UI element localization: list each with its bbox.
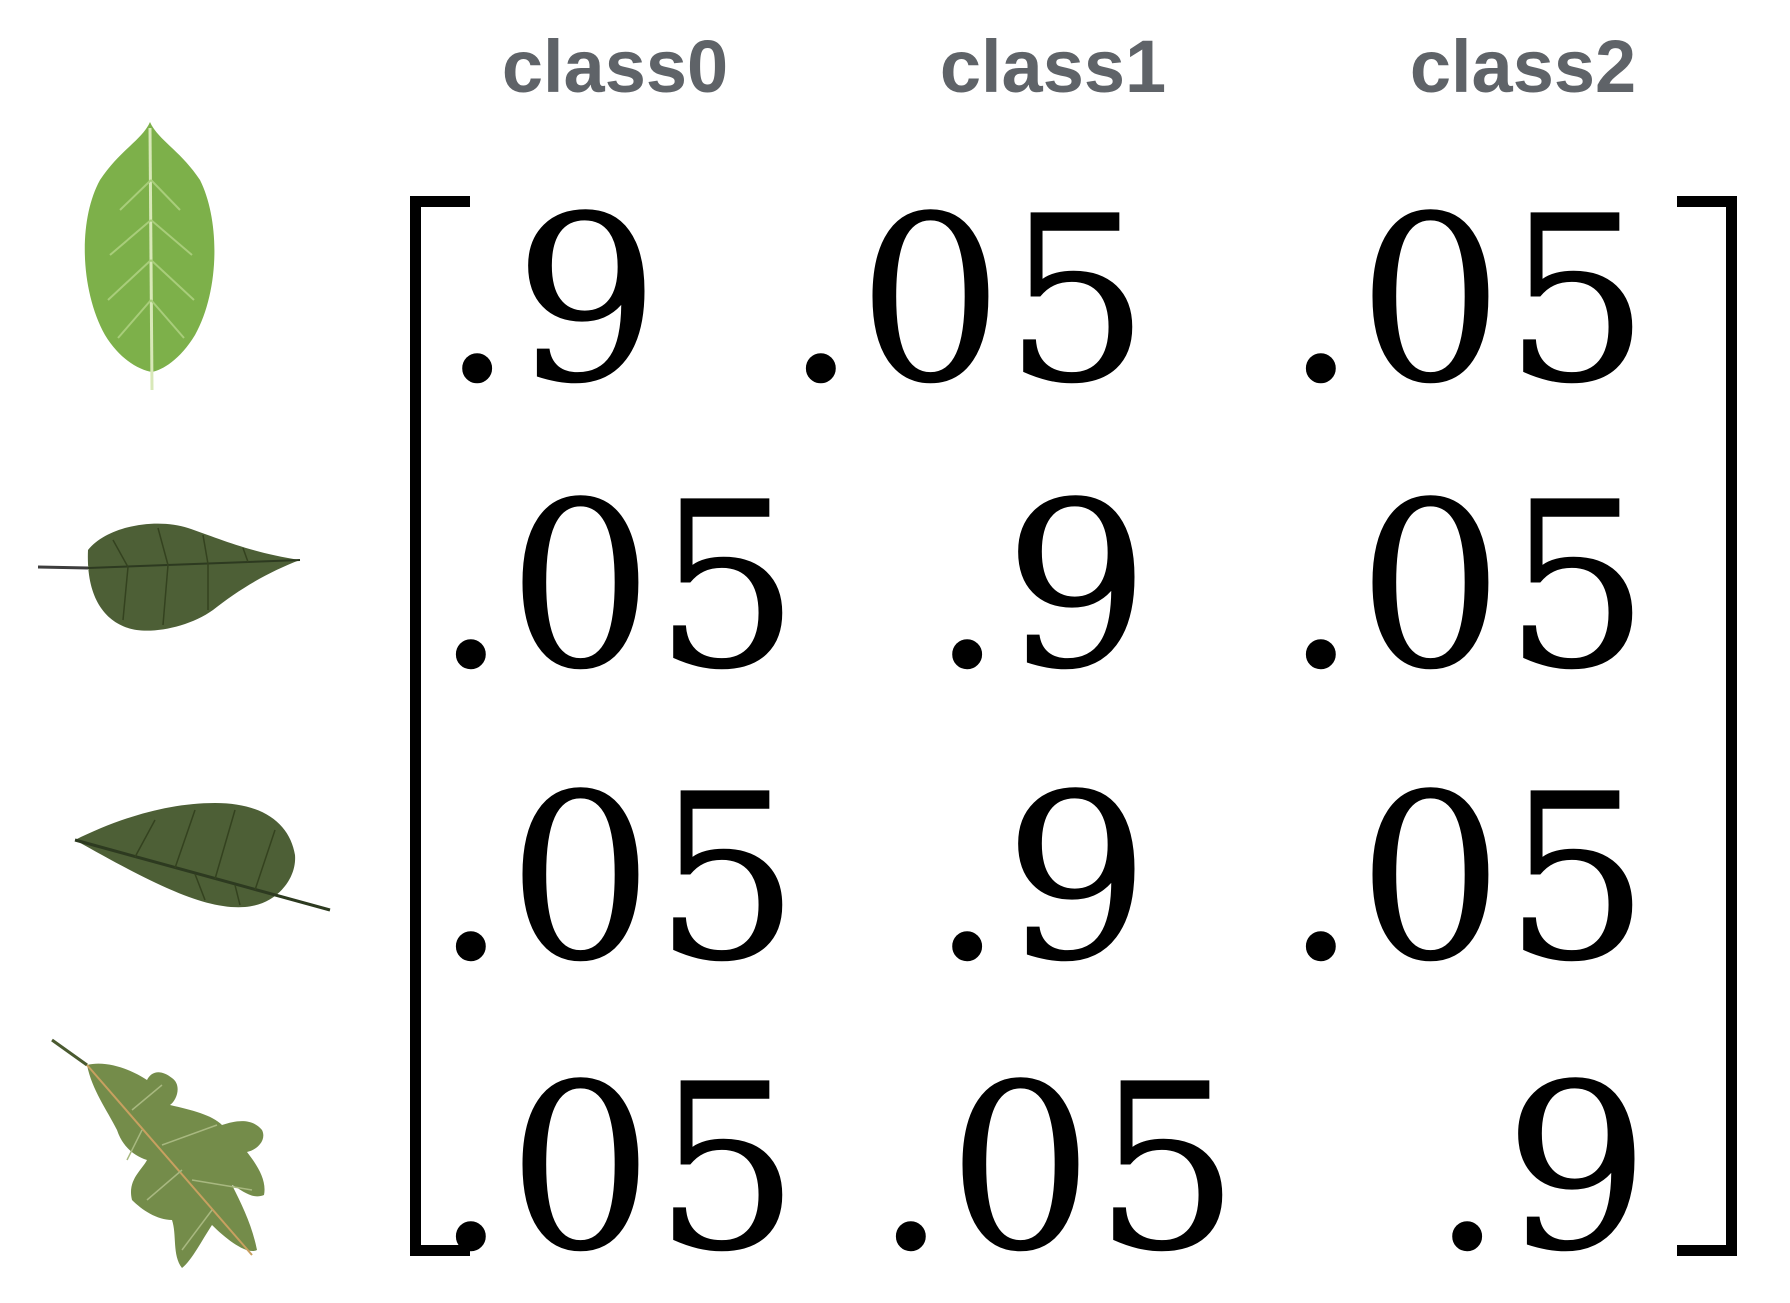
matrix-cell: .05 xyxy=(434,1036,800,1303)
matrix-cell: .05 xyxy=(784,168,1150,435)
matrix-cell: .9 xyxy=(440,168,660,435)
matrix-cell: .05 xyxy=(1284,454,1650,721)
matrix-cell: .05 xyxy=(1284,168,1650,435)
column-header-class1: class1 xyxy=(939,25,1167,108)
oak-leaf-icon xyxy=(51,1038,302,1270)
broad-leaf-icon xyxy=(80,120,220,391)
matrix-cell: .9 xyxy=(930,746,1150,1013)
matrix-left-bracket xyxy=(410,196,470,1256)
matrix-cell: .05 xyxy=(434,454,800,721)
matrix-cell: .9 xyxy=(1430,1036,1650,1303)
matrix-cell: .05 xyxy=(1284,746,1650,1013)
dark-leaf-icon-1 xyxy=(37,510,308,640)
matrix-cell: .9 xyxy=(930,454,1150,721)
matrix-cell: .05 xyxy=(434,746,800,1013)
dark-leaf-icon-2 xyxy=(74,795,335,925)
matrix-cell: .05 xyxy=(874,1036,1240,1303)
matrix-right-bracket xyxy=(1677,196,1737,1256)
column-header-class2: class2 xyxy=(1409,25,1637,108)
column-header-class0: class0 xyxy=(501,25,729,108)
